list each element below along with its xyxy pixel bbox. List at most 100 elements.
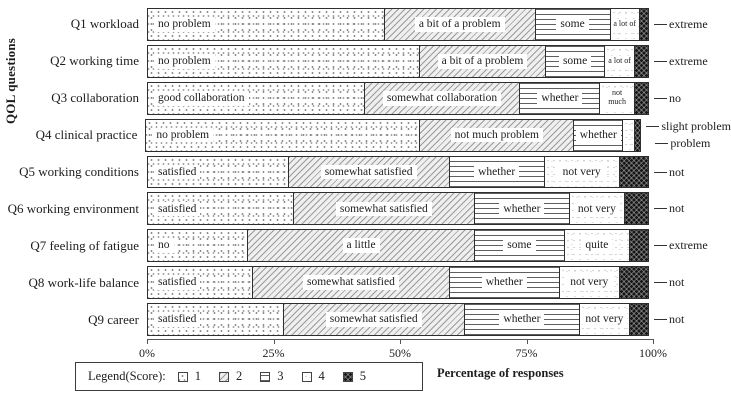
tick-mark bbox=[400, 339, 401, 344]
bar-segment-score-5[interactable] bbox=[628, 303, 649, 337]
bar-segment-score-5[interactable] bbox=[633, 81, 649, 115]
bar-segment-score-3[interactable]: whether bbox=[448, 266, 560, 300]
bar-segment-score-3[interactable]: whether bbox=[573, 118, 624, 152]
bar-segment-score-4[interactable]: quite bbox=[563, 229, 630, 263]
bar-segment-score-2[interactable]: a bit of a problem bbox=[419, 44, 546, 78]
annotation-label: not bbox=[669, 164, 685, 179]
legend-item-score-3: 3 bbox=[260, 369, 284, 384]
bar-segment-score-2[interactable]: a little bbox=[247, 229, 475, 263]
bar-segment-score-5[interactable] bbox=[623, 192, 649, 226]
bar-segment-score-3[interactable]: some bbox=[544, 44, 606, 78]
annotation: extreme bbox=[654, 54, 731, 69]
bar-segment-score-2[interactable]: somewhat satisfied bbox=[292, 192, 475, 226]
bar-segment-score-1[interactable]: satisfied bbox=[147, 303, 284, 337]
tick-mark bbox=[147, 339, 148, 344]
segment-label: satisfied bbox=[154, 312, 201, 327]
annotation-cell: no bbox=[653, 80, 731, 117]
tick-label-75: 75% bbox=[515, 346, 538, 360]
annotation: problem bbox=[655, 136, 731, 151]
bar-segment-score-3[interactable]: some bbox=[473, 229, 565, 263]
segment-label: whether bbox=[499, 201, 545, 217]
bar-segment-score-2[interactable]: a bit of a problem bbox=[383, 8, 536, 41]
annotation: not bbox=[654, 312, 731, 327]
bar-segment-score-5[interactable] bbox=[633, 44, 649, 78]
bar-segment-score-4[interactable]: not much bbox=[599, 81, 635, 115]
bar-segment-score-1[interactable]: no problem bbox=[147, 8, 385, 41]
bar-segment-score-1[interactable]: no problem bbox=[147, 44, 421, 78]
segment-label: whether bbox=[575, 127, 621, 143]
annotation-cell: not bbox=[653, 190, 731, 227]
legend-box: Legend(Score): 1 2 3 4 5 bbox=[75, 362, 423, 391]
bar-segment-score-3[interactable]: some bbox=[534, 8, 611, 41]
annotation-label: not bbox=[669, 201, 685, 216]
bar-segment-score-1[interactable]: satisfied bbox=[147, 266, 254, 300]
bar-segment-score-4[interactable]: a lot of bbox=[604, 44, 635, 78]
annotation-tick-line bbox=[654, 60, 667, 62]
segment-label: no problem bbox=[154, 17, 215, 32]
segment-label: some bbox=[556, 17, 589, 32]
annotation-tick-line bbox=[654, 23, 667, 25]
bar-segment-score-3[interactable]: whether bbox=[448, 155, 545, 189]
bar-segment-score-4[interactable]: not very bbox=[558, 266, 620, 300]
bar-segment-score-1[interactable]: no problem bbox=[145, 118, 421, 152]
bar-segment-score-4[interactable]: not very bbox=[579, 303, 630, 337]
bar-segment-score-2[interactable]: somewhat collaboration bbox=[363, 81, 521, 115]
bar-segment-score-4[interactable]: a lot of bbox=[609, 8, 640, 41]
bar-segment-score-4[interactable]: not very bbox=[569, 192, 625, 226]
legend-item-label: 3 bbox=[277, 369, 284, 383]
annotation-cell: extreme bbox=[653, 43, 731, 80]
bar-segment-score-3[interactable]: whether bbox=[519, 81, 601, 115]
segment-label: a bit of a problem bbox=[414, 17, 505, 32]
annotation-label: not bbox=[669, 275, 685, 290]
bar-segment-score-3[interactable]: whether bbox=[473, 192, 571, 226]
legend-item-label: 1 bbox=[194, 369, 201, 383]
bar-segment-score-5[interactable] bbox=[628, 229, 649, 263]
bar-segment-score-5[interactable] bbox=[618, 266, 649, 300]
annotation-label: extreme bbox=[669, 16, 708, 31]
bar-segment-score-4[interactable]: not very bbox=[543, 155, 620, 189]
category-label: Q4 clinical practice bbox=[35, 127, 138, 143]
segment-label: no problem bbox=[152, 127, 214, 143]
score-4-pattern-swatch bbox=[301, 371, 312, 382]
segment-label: somewhat satisfied bbox=[303, 275, 399, 290]
category-label: Q2 working time bbox=[50, 53, 139, 69]
annotation: not bbox=[654, 165, 731, 180]
bar-segment-score-2[interactable]: not much problem bbox=[419, 118, 575, 152]
chart-row: Q1 workload no problem a bit of a problem s… bbox=[0, 6, 731, 43]
segment-label: whether bbox=[537, 90, 583, 106]
segment-label: not very bbox=[558, 164, 605, 180]
bar-segment-score-1[interactable]: satisfied bbox=[147, 192, 294, 226]
bar-segment-score-5[interactable] bbox=[633, 118, 642, 152]
bar-segment-score-5[interactable] bbox=[618, 155, 649, 189]
category-label: Q1 workload bbox=[70, 16, 139, 32]
legend-item-score-2: 2 bbox=[219, 369, 242, 384]
legend-title: Legend(Score): bbox=[88, 369, 166, 383]
annotation-cell: extreme bbox=[653, 6, 731, 43]
segment-label: satisfied bbox=[154, 275, 201, 290]
category-label: Q6 working environment bbox=[7, 200, 139, 216]
bar-segment-score-1[interactable]: good collaboration bbox=[147, 81, 365, 115]
bar-segment-score-5[interactable] bbox=[638, 8, 649, 41]
bar-segment-score-2[interactable]: somewhat satisfied bbox=[287, 155, 450, 189]
annotation: extreme bbox=[654, 238, 731, 253]
annotation-tick-line bbox=[654, 208, 667, 210]
bar-segment-score-2[interactable]: somewhat satisfied bbox=[252, 266, 450, 300]
tick-label-0: 0% bbox=[139, 346, 155, 360]
legend-item-label: 4 bbox=[318, 369, 325, 383]
bar-segment-score-2[interactable]: somewhat satisfied bbox=[282, 303, 465, 337]
bar-segment-score-1[interactable]: no bbox=[147, 229, 249, 263]
bar-segment-score-3[interactable]: whether bbox=[463, 303, 581, 337]
bar-segment-score-1[interactable]: satisfied bbox=[147, 155, 289, 189]
annotation-tick-line bbox=[655, 143, 669, 145]
